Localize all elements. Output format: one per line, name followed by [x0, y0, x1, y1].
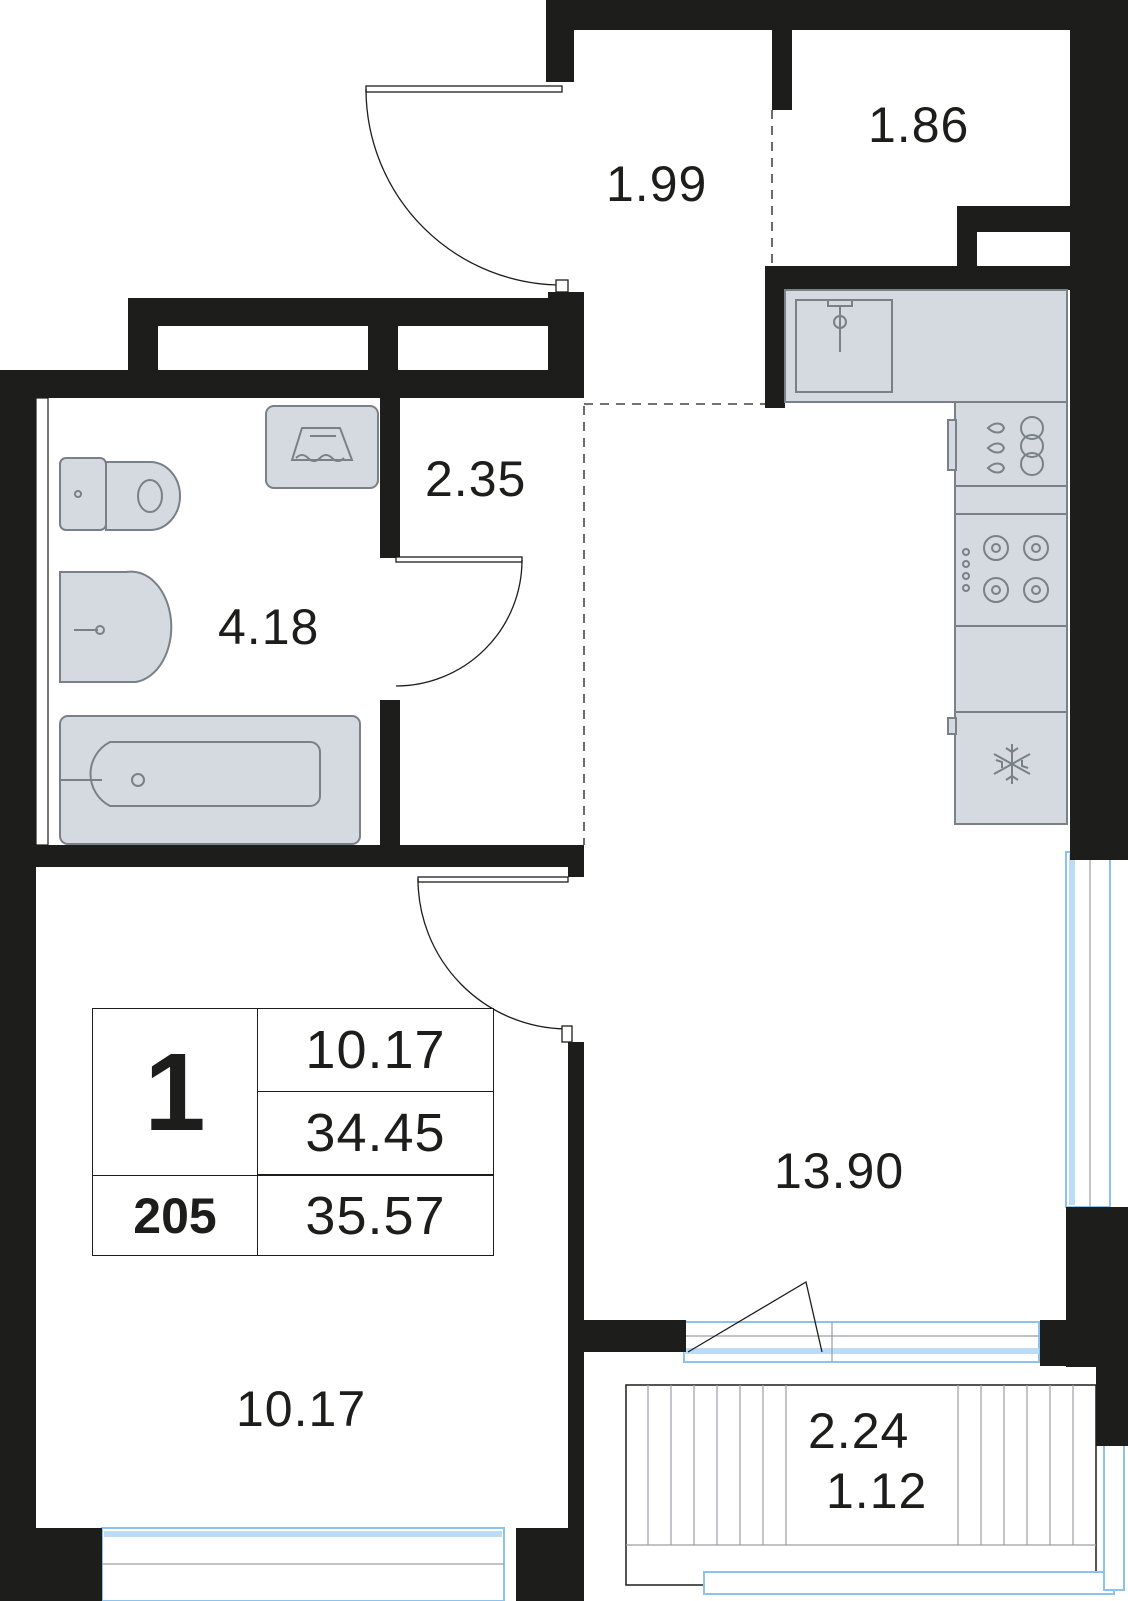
room-area-storage: 1.86 — [868, 97, 970, 153]
room-area-bedroom: 10.17 — [236, 1381, 367, 1437]
room-count: 1 — [92, 1008, 258, 1176]
toilet-tank-icon — [59, 457, 107, 531]
windows — [101, 851, 1111, 1601]
toilet-icon — [105, 461, 181, 531]
balcony-reduced-area: 1.12 — [826, 1463, 928, 1519]
apartment-number: 205 — [92, 1175, 258, 1256]
room-area-kitchen-living: 13.90 — [774, 1143, 905, 1199]
snowflake-icon — [993, 744, 1031, 784]
kitchen-fixtures — [784, 289, 1068, 825]
room-area-vestibule: 1.99 — [606, 156, 708, 212]
zone-separators — [583, 110, 773, 845]
doors — [365, 85, 823, 1353]
apartment-summary: 1 205 10.17 34.45 35.57 — [92, 1008, 494, 1256]
bathroom-fixtures — [59, 405, 379, 845]
total-area-no-balcony: 34.45 — [257, 1091, 494, 1175]
room-area-bathroom: 4.18 — [218, 599, 320, 655]
dishwasher-icon — [986, 416, 1044, 476]
stove-icon — [954, 513, 1068, 627]
washing-machine-icon — [265, 405, 379, 489]
bathtub-icon — [59, 715, 361, 845]
balcony — [625, 1384, 1125, 1595]
room-area-corridor: 2.35 — [425, 451, 527, 507]
total-area: 35.57 — [257, 1175, 494, 1256]
balcony-area: 2.24 — [808, 1403, 910, 1459]
sink-icon — [59, 570, 173, 683]
living-area: 10.17 — [257, 1008, 494, 1092]
balcony-door-glass — [683, 1321, 1040, 1363]
